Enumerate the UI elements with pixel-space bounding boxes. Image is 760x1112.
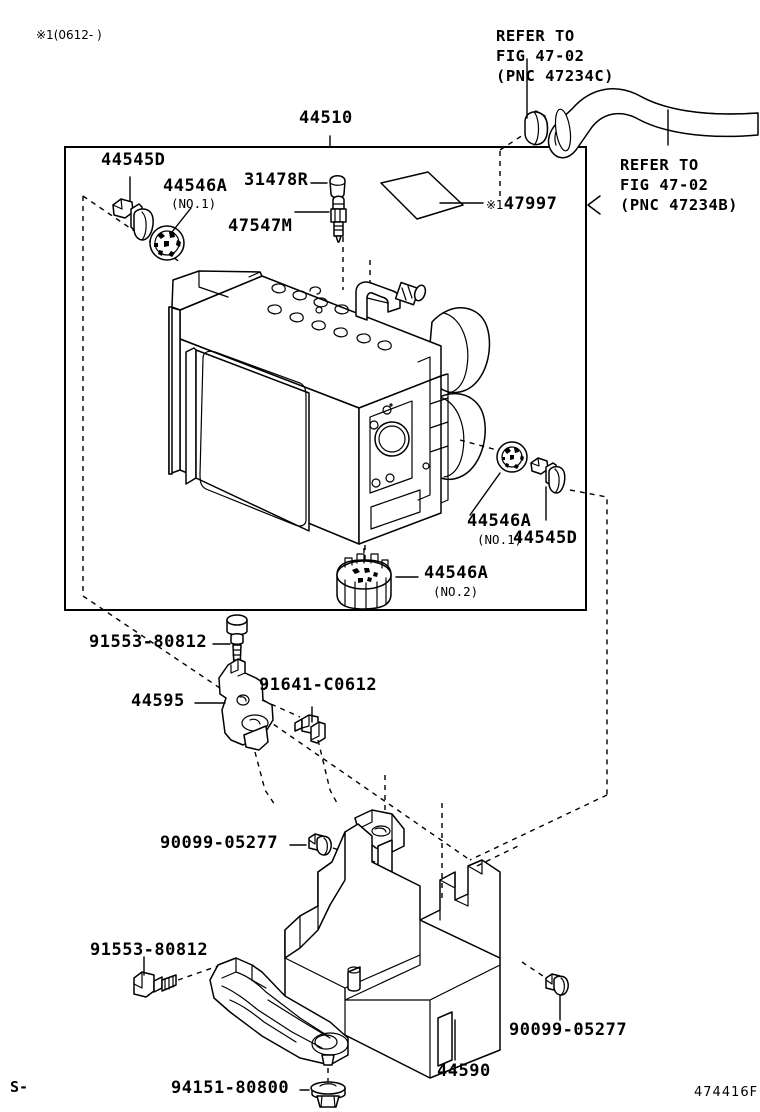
abs-actuator-body-graphic <box>168 270 491 545</box>
refer-line-1: REFER TO <box>496 27 575 45</box>
refer-to-block-47234b: REFER TO FIG 47-02 (PNC 47234B) <box>620 155 738 215</box>
label-44590: 44590 <box>437 1061 491 1081</box>
label-44595: 44595 <box>131 691 185 711</box>
refer-line-1: REFER TO <box>620 156 699 174</box>
bleeder-47547m-graphic <box>330 195 347 243</box>
label-44546a-no1-top: 44546A <box>163 176 228 196</box>
label-44545d-right: 44545D <box>513 528 578 548</box>
diagram-id-code: 474416F <box>694 1085 759 1100</box>
label-90099-05277-left: 90099-05277 <box>160 833 279 853</box>
label-31478r: 31478R <box>244 170 309 190</box>
hose-clamp-graphic <box>524 110 549 146</box>
label-44546a-no2-sub: (NO.2) <box>433 584 479 599</box>
label-47997-group: ※147997 <box>486 194 557 214</box>
arrow-mark-47997 <box>587 195 601 215</box>
label-44546a-no1-right-sub: (NO.1) <box>477 532 523 547</box>
bolt-91641-c0612-graphic <box>294 714 326 744</box>
label-44545d-top: 44545D <box>101 150 166 170</box>
refer-line-3: (PNC 47234B) <box>620 196 738 215</box>
leader-44546a-no1-right <box>469 472 501 516</box>
label-91641-c0612: 91641-C0612 <box>259 675 378 695</box>
label-47547m: 47547M <box>228 216 293 236</box>
bracket-44595-graphic <box>218 658 274 751</box>
bolt-91553-80812-upper-graphic <box>226 614 248 668</box>
refer-line-3: (PNC 47234C) <box>496 67 614 86</box>
leader-44546a-no1-upper <box>171 207 192 233</box>
nut-90099-05277-right-graphic <box>545 973 569 996</box>
label-94151-80800: 94151-80800 <box>171 1078 290 1098</box>
nut-94151-80800-graphic <box>310 1081 346 1108</box>
label-47997: 47997 <box>503 194 558 214</box>
refer-line-2: FIG 47-02 <box>620 176 709 195</box>
label-44546a-no1-top-sub: (NO.1) <box>171 196 217 211</box>
bracket-44590-graphic <box>209 809 501 1079</box>
label-91553-80812-lower: 91553-80812 <box>90 940 209 960</box>
connector-44546a-no2-graphic <box>336 553 392 610</box>
bolt-44545d-upper-graphic <box>112 198 154 241</box>
label-44510: 44510 <box>299 108 353 128</box>
bolt-91553-80812-lower-graphic <box>133 971 177 998</box>
assembly-boundary-box <box>64 146 587 611</box>
note-date-range: ※1(0612- ) <box>36 28 102 42</box>
nut-90099-05277-left-graphic <box>308 833 332 856</box>
connector-44546a-no1-right-graphic <box>496 441 528 473</box>
label-90099-05277-right: 90099-05277 <box>509 1020 628 1040</box>
connector-44546a-no1-upper-graphic <box>149 225 185 261</box>
refer-line-2: FIG 47-02 <box>496 47 585 66</box>
sheet-mark: S- <box>10 1078 29 1096</box>
brake-hose-graphic <box>547 88 759 159</box>
bolt-44545d-right-graphic <box>530 457 566 494</box>
cap-31478r-graphic <box>329 175 346 199</box>
refer-to-block-47234c: REFER TO FIG 47-02 (PNC 47234C) <box>496 26 614 86</box>
label-91553-80812-upper: 91553-80812 <box>89 632 208 652</box>
label-44546a-no2: 44546A <box>424 563 489 583</box>
label-47997-prefix: ※1 <box>486 198 504 212</box>
label-44546a-no1-right: 44546A <box>467 511 532 531</box>
plate-47997-graphic <box>380 171 464 220</box>
